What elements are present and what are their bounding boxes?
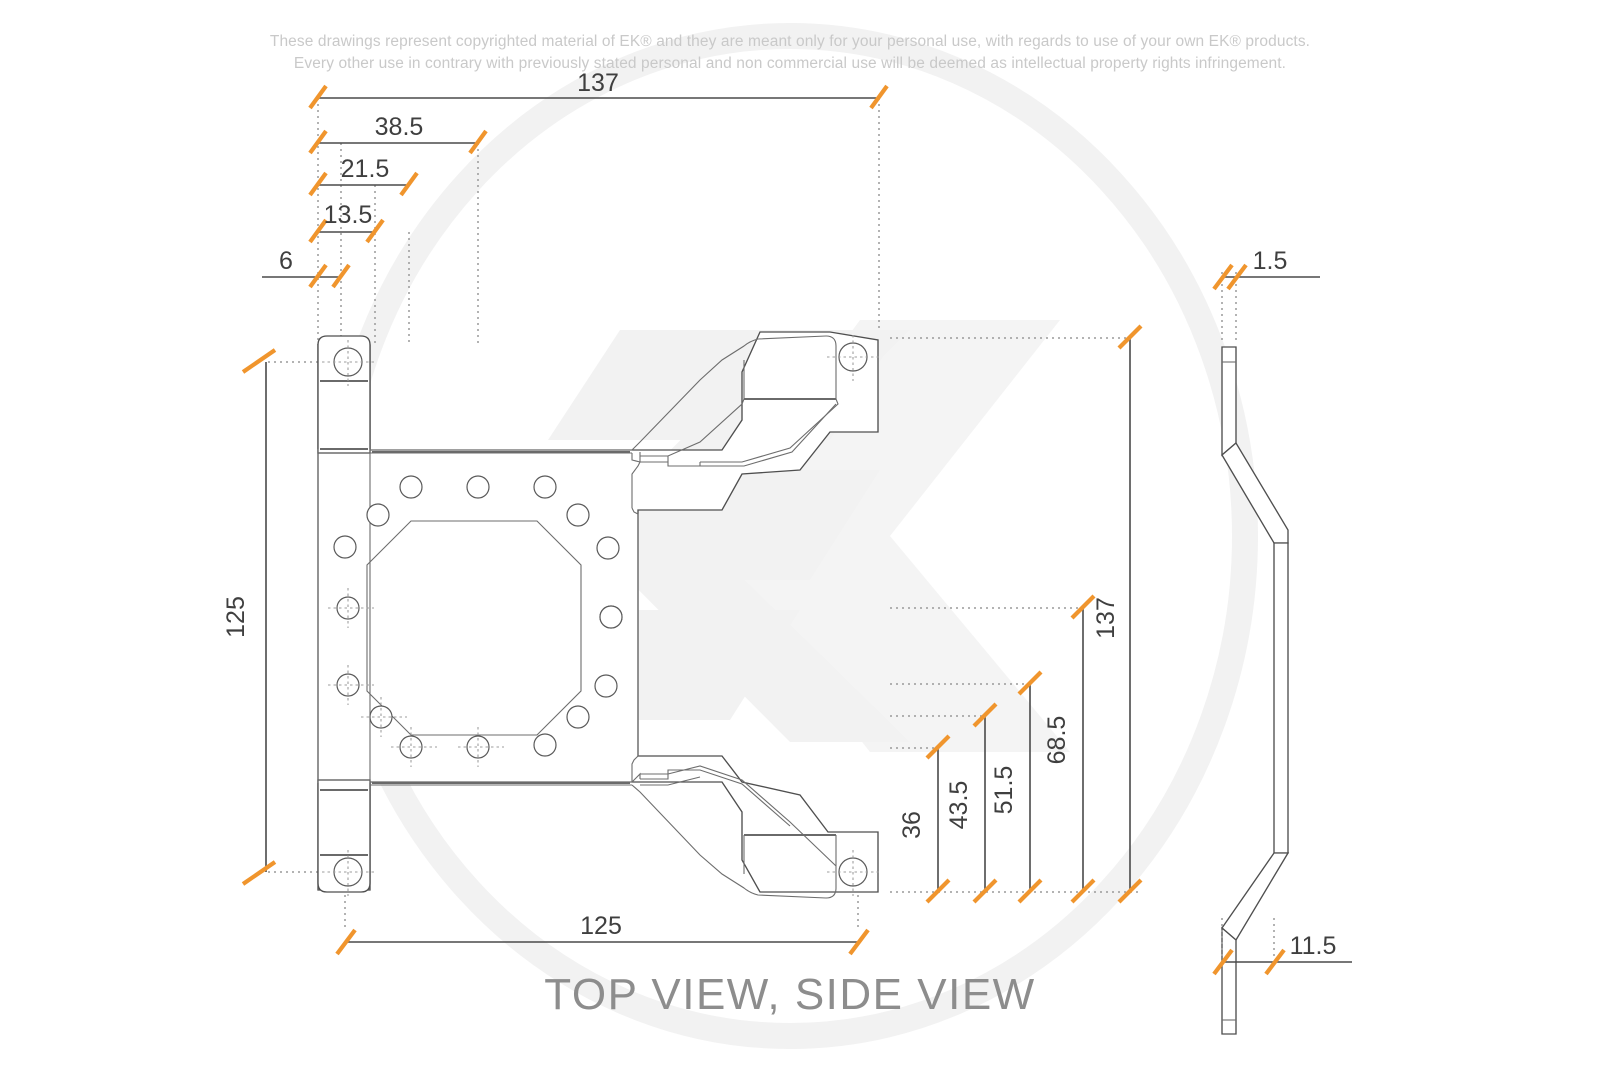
dimension-51-5: 51.5 <box>990 670 1043 904</box>
dimension-1-5: 1.5 <box>1212 247 1320 340</box>
top-view-part <box>317 331 881 899</box>
dimension-38-5: 38.5 <box>308 113 488 155</box>
dimension-43-5-label: 43.5 <box>945 781 973 830</box>
hole-centerline-group <box>328 588 504 767</box>
dimension-125-left: 125 <box>222 348 318 886</box>
dimension-1-5-label: 1.5 <box>1253 247 1288 275</box>
dimension-137-top-label: 137 <box>577 69 619 97</box>
dimension-36: 36 <box>898 734 951 904</box>
dimension-43-5: 43.5 <box>945 702 998 904</box>
dimension-11-5: 11.5 <box>1212 918 1352 976</box>
dimension-51-5-label: 51.5 <box>990 766 1018 815</box>
right-extension-lines <box>890 337 1140 893</box>
dimension-36-label: 36 <box>898 811 926 839</box>
dimension-125-bottom: 125 <box>335 895 870 956</box>
dimension-125-bottom-label: 125 <box>580 912 622 940</box>
dimension-137-right: 137 <box>1092 324 1143 904</box>
dimension-13-5: 13.5 <box>308 201 385 244</box>
disclaimer-line-1: These drawings represent copyrighted mat… <box>270 33 1310 50</box>
dimension-68-5: 68.5 <box>1043 594 1096 904</box>
top-extension-lines <box>317 98 880 345</box>
dimension-11-5-label: 11.5 <box>1290 932 1337 960</box>
dimension-38-5-label: 38.5 <box>375 113 424 141</box>
dimension-6-label: 6 <box>279 247 293 275</box>
dimension-13-5-label: 13.5 <box>324 201 373 229</box>
disclaimer-line-2: Every other use in contrary with previou… <box>294 55 1286 72</box>
dimension-125-left-label: 125 <box>222 596 250 638</box>
side-view-part <box>1221 346 1290 1035</box>
dimension-137-right-label: 137 <box>1092 597 1120 639</box>
dimension-137-top: 137 <box>308 69 889 110</box>
view-title: TOP VIEW, SIDE VIEW <box>544 970 1035 1019</box>
dimension-68-5-label: 68.5 <box>1043 716 1071 765</box>
dimension-21-5-label: 21.5 <box>341 155 390 183</box>
dimension-21-5: 21.5 <box>308 155 419 197</box>
dimension-6: 6 <box>262 247 351 289</box>
